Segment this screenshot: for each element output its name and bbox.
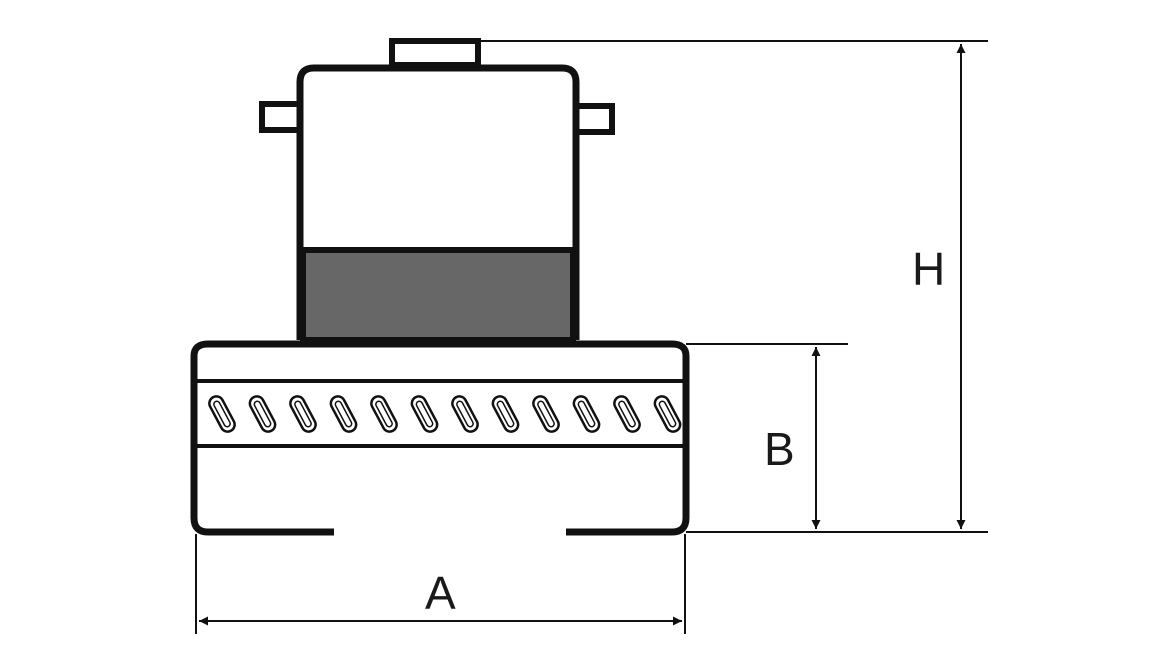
motor-dark-band — [300, 247, 576, 343]
vent-slot — [653, 395, 682, 433]
base-outline — [190, 340, 690, 536]
dimension-a: A — [195, 534, 686, 634]
vent-slot — [410, 395, 439, 433]
right-lug — [573, 103, 615, 135]
dimension-b: B — [686, 343, 848, 529]
motor-top-housing — [259, 38, 615, 343]
left-lug — [259, 101, 303, 133]
dimension-h-label: H — [912, 243, 945, 295]
vent-slot — [613, 395, 641, 433]
base-vent-slots — [208, 395, 682, 433]
vent-slot — [329, 395, 358, 433]
vent-slot — [532, 395, 560, 433]
motor-base-housing — [190, 340, 690, 536]
vent-slot — [208, 395, 236, 433]
vent-slot — [289, 395, 317, 433]
top-terminal — [389, 38, 481, 68]
dimension-b-label: B — [764, 423, 795, 475]
vent-slot — [491, 395, 520, 433]
dimension-h: H — [478, 40, 988, 533]
vent-slot — [248, 395, 277, 433]
vent-slot — [451, 395, 479, 433]
vent-slot — [370, 395, 398, 433]
vent-slot — [572, 395, 601, 433]
dimension-a-label: A — [425, 567, 456, 619]
